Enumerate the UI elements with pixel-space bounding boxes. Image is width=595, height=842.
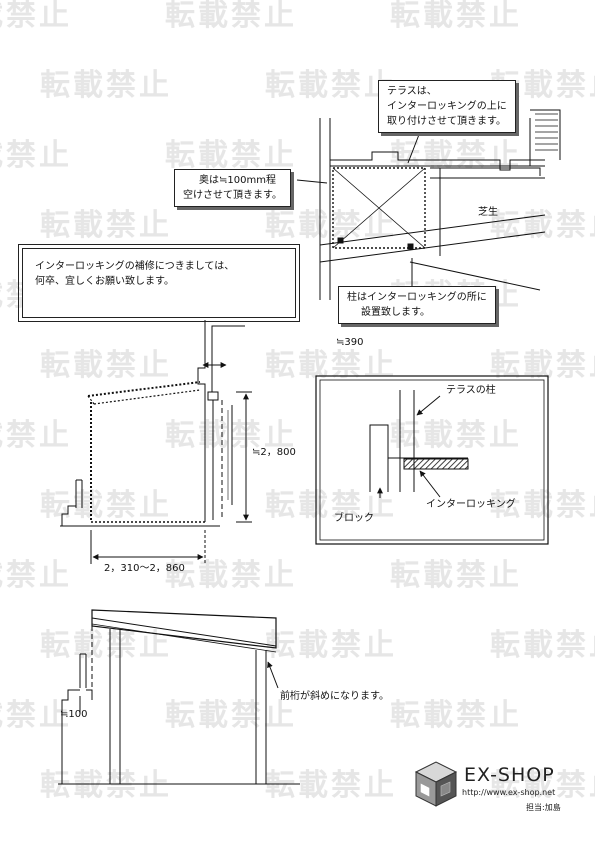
watermark-text: 転載禁止 <box>0 0 72 33</box>
label-detail-block: ブロック <box>334 513 374 524</box>
note-repair-line: インターロッキングの補修につきましては、 <box>35 261 235 272</box>
watermark-text: 転載禁止 <box>40 348 172 383</box>
note-pillar-line: 設置致します。 <box>361 307 430 318</box>
watermark-text: 転載禁止 <box>265 488 397 523</box>
watermark-text: 転載禁止 <box>265 348 397 383</box>
watermark-text: 転載禁止 <box>0 698 72 733</box>
note-repair: インターロッキングの補修につきましては、 何卒、宜しくお願い致します。 <box>18 244 300 322</box>
note-terrace-line: インターロッキングの上に <box>387 101 507 112</box>
note-clearance: 奥は≒100mm程 空けさせて頂きます。 <box>174 169 291 207</box>
watermark-text: 転載禁止 <box>40 68 172 103</box>
watermark-text: 転載禁止 <box>40 208 172 243</box>
detail-view <box>315 375 549 545</box>
watermark-text: 転載禁止 <box>390 138 522 173</box>
note-terrace: テラスは、 インターロッキングの上に 取り付けさせて頂きます。 <box>378 80 516 133</box>
note-terrace-line: 取り付けさせて頂きます。 <box>387 116 506 127</box>
watermark-text: 転載禁止 <box>165 698 297 733</box>
watermark-text: 転載禁止 <box>0 418 72 453</box>
watermark-text: 転載禁止 <box>40 628 172 663</box>
watermark-text: 転載禁止 <box>490 628 595 663</box>
logo-cube-icon <box>414 761 458 807</box>
label-dim-390: ≒390 <box>336 337 364 348</box>
watermark-text: 転載禁止 <box>490 348 595 383</box>
watermark-text: 転載禁止 <box>165 418 297 453</box>
watermark-text: 転載禁止 <box>390 0 522 33</box>
logo-url: http://www.ex-shop.net <box>462 788 556 797</box>
watermark-text: 転載禁止 <box>165 0 297 33</box>
label-lawn: 芝生 <box>478 207 498 218</box>
watermark-text: 転載禁止 <box>0 558 72 593</box>
watermark-text: 転載禁止 <box>165 558 297 593</box>
watermark-text: 転載禁止 <box>390 418 522 453</box>
note-repair-line: 何卒、宜しくお願い致します。 <box>35 276 174 287</box>
watermark-text: 転載禁止 <box>490 488 595 523</box>
note-pillar-line: 柱はインターロッキングの所に <box>347 292 487 303</box>
side-view <box>60 320 252 564</box>
note-clearance-line: 空けさせて頂きます。 <box>183 190 282 201</box>
watermark-text: 転載禁止 <box>165 138 297 173</box>
label-dim-depth: 2，310～2，860 <box>104 563 185 574</box>
logo-brand: EX-SHOP <box>464 764 555 786</box>
note-terrace-line: テラスは、 <box>387 86 437 97</box>
watermark-text: 転載禁止 <box>490 768 595 803</box>
watermark-text: 転載禁止 <box>390 698 522 733</box>
logo-staff: 担当:加島 <box>526 803 561 812</box>
plan-view <box>296 109 561 300</box>
label-dim-100: ≒100 <box>60 709 88 720</box>
label-detail-pillar: テラスの柱 <box>446 385 496 396</box>
watermark-text: 転載禁止 <box>390 558 522 593</box>
watermark-text: 転載禁止 <box>265 768 397 803</box>
watermark-text: 転載禁止 <box>265 628 397 663</box>
note-clearance-line: 奥は≒100mm程 <box>199 175 276 186</box>
label-beam-note: 前桁が斜めになります。 <box>280 691 389 702</box>
label-detail-interlocking: インターロッキング <box>426 499 516 510</box>
front-elevation <box>58 609 300 785</box>
label-dim-height: ≒2，800 <box>252 447 296 458</box>
note-pillar: 柱はインターロッキングの所に 設置致します。 <box>338 286 496 324</box>
watermark-text: 転載禁止 <box>265 68 397 103</box>
watermark-text: 転載禁止 <box>0 138 72 173</box>
